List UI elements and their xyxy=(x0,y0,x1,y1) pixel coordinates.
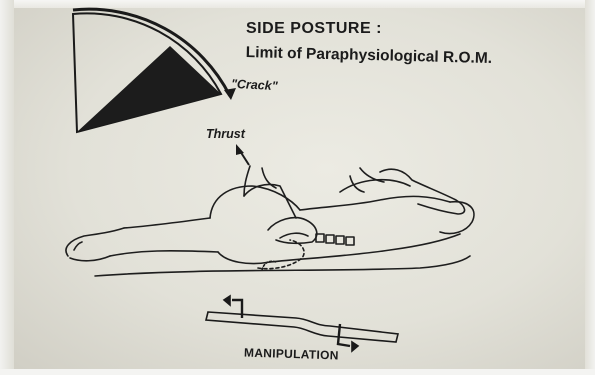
patient-trunk-lower xyxy=(270,234,460,262)
practitioner-hand xyxy=(268,218,317,244)
manipulation-label: MANIPULATION xyxy=(244,346,339,363)
patient-foot xyxy=(66,228,124,256)
table-surface-line xyxy=(95,256,470,276)
rom-shaded-wedge xyxy=(77,46,221,132)
patient-leg-upper xyxy=(124,218,210,228)
thrust-arrow xyxy=(236,144,249,165)
rom-quadrant-diagram xyxy=(73,9,236,132)
patient-shoulder xyxy=(340,180,410,192)
patient-figure xyxy=(66,166,474,276)
patient-hip xyxy=(210,186,300,218)
thrust-label: Thrust xyxy=(206,127,245,141)
twist-arrow-up xyxy=(232,300,242,318)
practitioner-shoulder-hand xyxy=(380,169,465,214)
patient-back xyxy=(300,196,450,210)
patient-leg-lower xyxy=(110,251,218,256)
manipulation-twist-diagram xyxy=(206,296,398,351)
crack-label: "Crack" xyxy=(231,77,278,93)
patient-head xyxy=(440,202,474,234)
diagram-title: SIDE POSTURE : xyxy=(246,20,382,38)
